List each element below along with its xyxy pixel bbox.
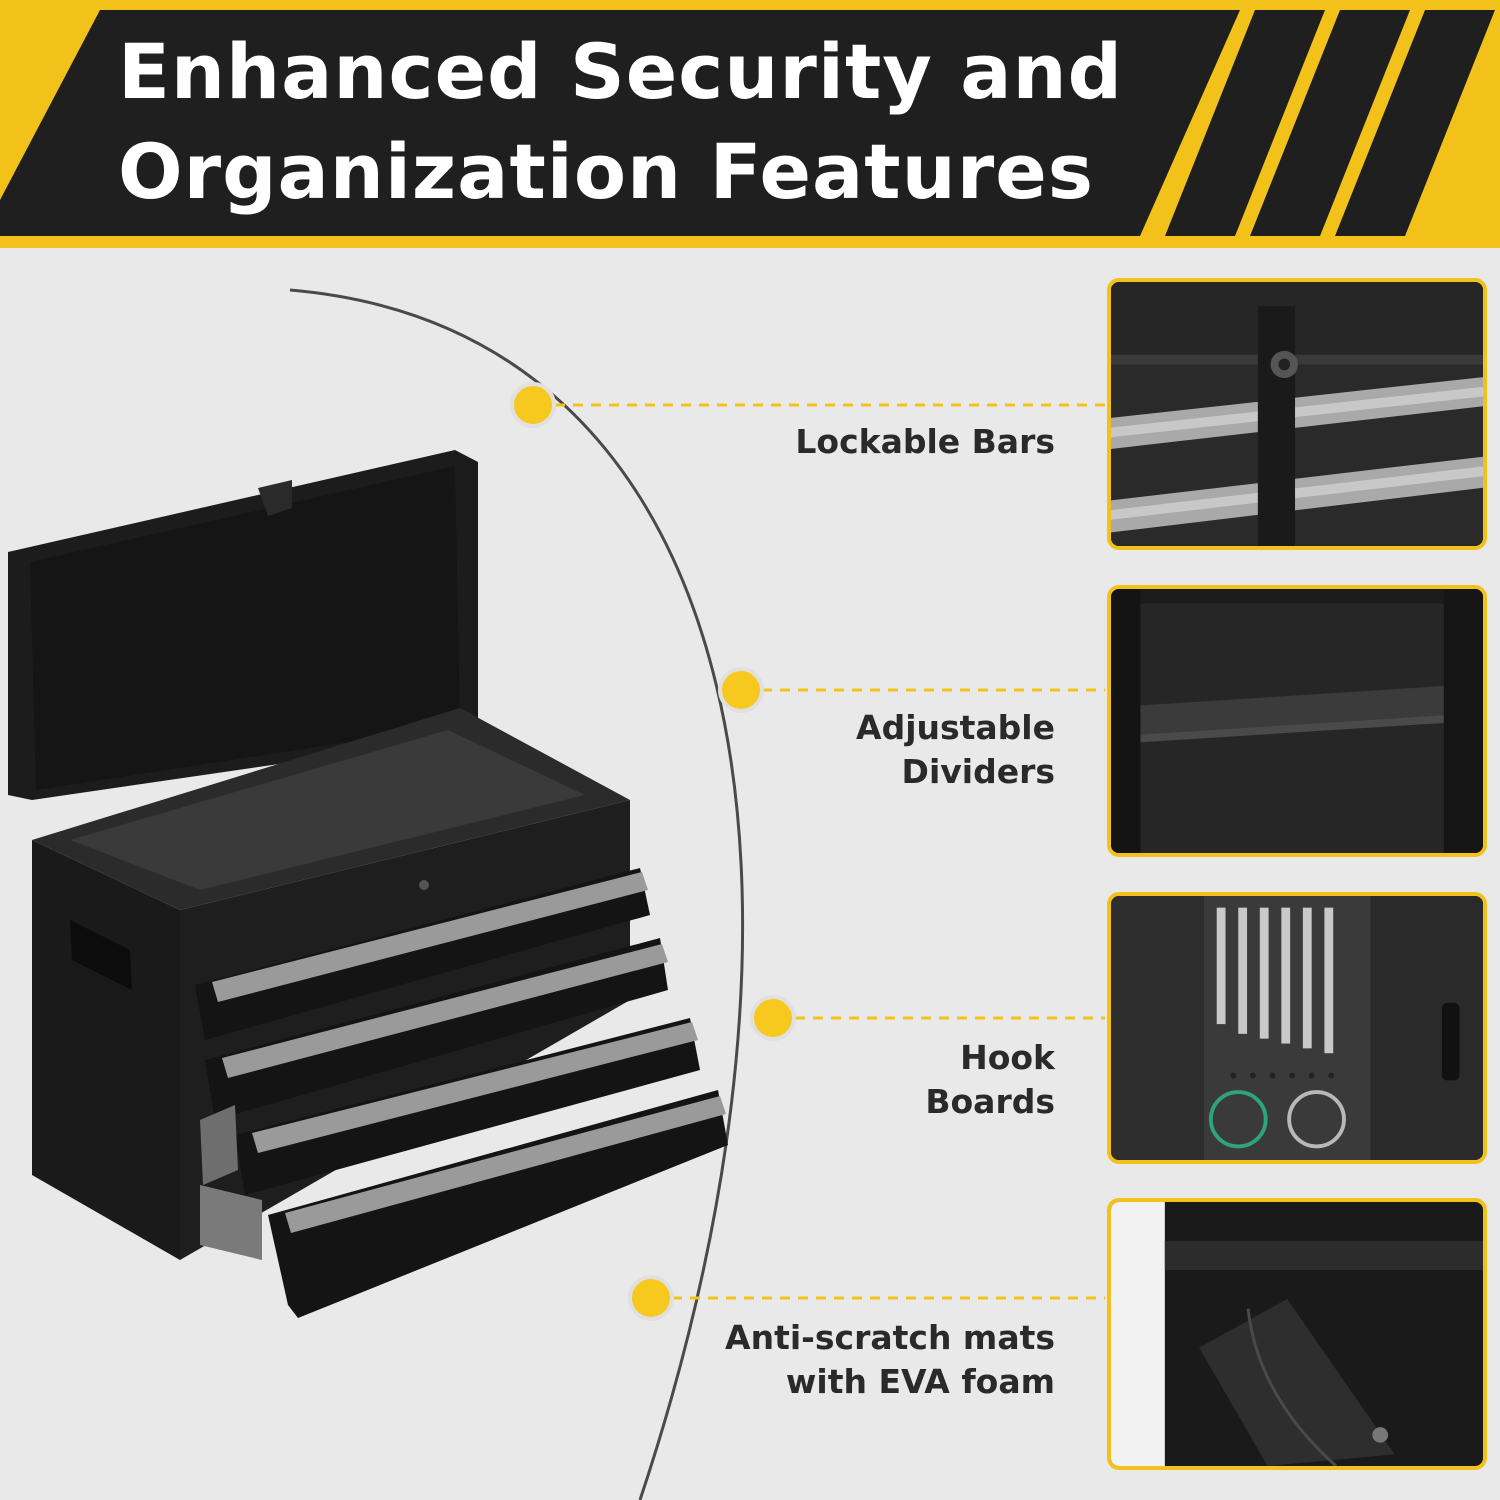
feature-label-line: with EVA foam — [785, 1362, 1055, 1401]
feature-label-adjustable-dividers: Adjustable Dividers — [856, 706, 1055, 794]
tool-chest-illustration — [8, 450, 728, 1318]
connector-dots — [510, 382, 796, 1321]
feature-label-line: Lockable Bars — [795, 422, 1055, 461]
feature-label-lockable-bars: Lockable Bars — [795, 420, 1055, 464]
page-title-line-1: Enhanced Security and — [118, 27, 1124, 116]
page-title: Enhanced Security and Organization Featu… — [118, 22, 1218, 222]
feature-label-anti-scratch-mats: Anti-scratch mats with EVA foam — [725, 1316, 1055, 1404]
feature-label-line: Boards — [925, 1082, 1055, 1121]
mat-icon — [1107, 1198, 1487, 1470]
header-black-banner — [0, 10, 1240, 236]
divider-icon — [1107, 585, 1487, 857]
feature-label-line: Hook — [960, 1038, 1055, 1077]
hook-board-icon — [1107, 892, 1487, 1164]
feature-label-line: Dividers — [901, 752, 1055, 791]
feature-label-hook-boards: Hook Boards — [925, 1036, 1055, 1124]
lock-bar-icon — [1107, 278, 1487, 550]
connector-lines — [555, 403, 1105, 1300]
arc-line — [289, 288, 745, 1500]
feature-label-line: Anti-scratch mats — [725, 1318, 1055, 1357]
feature-label-line: Adjustable — [856, 708, 1055, 747]
page-title-line-2: Organization Features — [118, 127, 1094, 216]
header-stripes — [1165, 10, 1495, 236]
